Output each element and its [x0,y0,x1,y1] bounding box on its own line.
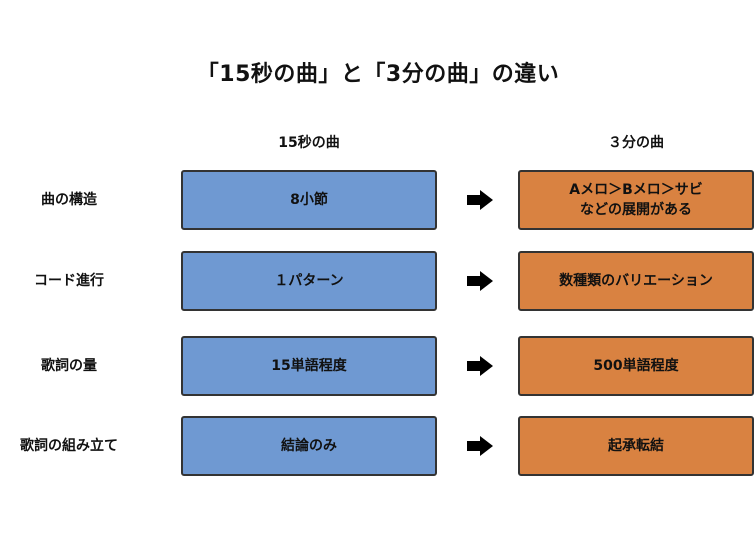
right-box-text: 起承転結 [608,438,664,454]
right-box-text: 500単語程度 [593,358,679,374]
left-box-text: 15単語程度 [271,358,347,374]
row-label-structure: 曲の構造 [41,192,97,208]
right-box-text-line1: Aメロ＞Bメロ＞サビ [569,182,703,198]
left-box-chord: １パターン [181,251,437,311]
right-box-structure: Aメロ＞Bメロ＞サビ などの展開がある [518,170,754,230]
right-box-text-line2: などの展開がある [579,202,692,218]
right-box-lyrics-structure: 起承転結 [518,416,754,476]
left-box-lyrics-structure: 結論のみ [181,416,437,476]
column-header-15sec: 15秒の曲 [278,135,340,151]
page-title: 「15秒の曲」と「3分の曲」の違い [196,62,560,87]
right-box-lyrics-amount: 500単語程度 [518,336,754,396]
left-box-text: 結論のみ [281,438,337,454]
right-box-text: 数種類のバリエーション [559,273,713,289]
row-label-chord: コード進行 [34,273,104,289]
right-arrow-icon [467,190,493,210]
left-box-text: 8小節 [290,192,328,208]
right-arrow-icon [467,356,493,376]
right-box-chord: 数種類のバリエーション [518,251,754,311]
right-arrow-icon [467,271,493,291]
left-box-lyrics-amount: 15単語程度 [181,336,437,396]
left-box-text: １パターン [274,273,344,289]
row-label-lyrics-amount: 歌詞の量 [41,358,97,374]
row-label-lyrics-structure: 歌詞の組み立て [20,438,118,454]
column-header-3min: ３分の曲 [608,135,664,151]
right-arrow-icon [467,436,493,456]
left-box-structure: 8小節 [181,170,437,230]
